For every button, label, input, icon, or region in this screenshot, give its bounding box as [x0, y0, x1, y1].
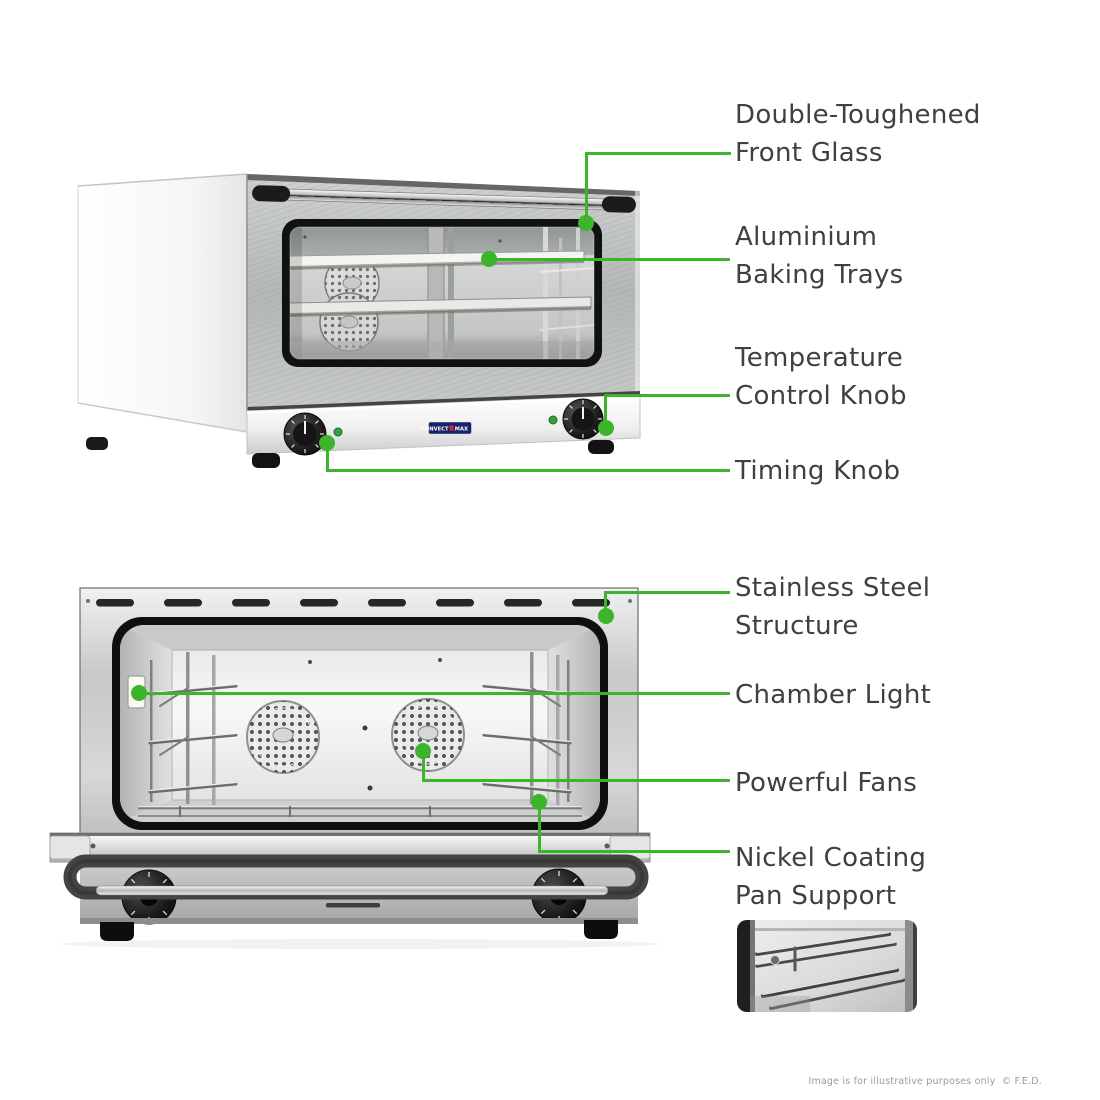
door-handle-chrome-rod	[95, 885, 609, 896]
copyright-text: © F.E.D.	[1001, 1076, 1042, 1087]
vent-slots	[96, 599, 610, 607]
closed-oven-photo: CONVECT MAX	[77, 173, 641, 468]
indicator-light-left	[333, 427, 343, 437]
feature-label-temperature-knob: Temperature Control Knob	[735, 343, 907, 411]
callout-line	[584, 151, 731, 155]
feature-label-chamber-light: Chamber Light	[735, 680, 932, 710]
pan-support-inset-photo	[737, 920, 917, 1012]
oven-side-panel	[77, 173, 248, 433]
base-pan-support	[138, 806, 582, 817]
door-handle-bar	[252, 185, 636, 213]
oven-foot	[86, 437, 108, 450]
oven-foot	[584, 920, 618, 939]
fan-left	[246, 700, 320, 774]
oven-foot	[588, 440, 614, 454]
pan-support-wires	[755, 931, 905, 1010]
feature-label-baking-trays: Aluminium Baking Trays	[735, 222, 904, 290]
chamber-light	[127, 675, 146, 709]
chamber-floor	[120, 800, 600, 822]
bottom-slot	[326, 903, 380, 908]
chamber-wall-right	[548, 625, 600, 822]
oven-foot	[252, 453, 280, 468]
brand-logo-text-max: MAX	[455, 427, 468, 433]
indicator-light-right	[548, 415, 558, 425]
open-oven-photo	[49, 587, 660, 949]
brand-logo-red-mark	[449, 425, 454, 431]
oven-front-glass	[282, 219, 602, 367]
oven-foot	[100, 922, 134, 941]
feature-label-powerful-fans: Powerful Fans	[735, 768, 918, 798]
timing-knob	[283, 412, 327, 456]
brand-logo-text-convect: CONVECT	[421, 427, 449, 433]
chamber-wall-left	[120, 625, 172, 822]
feature-label-stainless-structure: Stainless Steel Structure	[735, 573, 931, 641]
feature-label-pan-support: Nickel Coating Pan Support	[735, 843, 927, 911]
baking-tray-lower	[290, 296, 592, 317]
brand-logo: CONVECT MAX	[421, 422, 472, 434]
chamber-ceiling	[120, 625, 600, 650]
disclaimer-text: Image is for illustrative purposes only	[808, 1076, 996, 1087]
footer-disclaimer: Image is for illustrative purposes only ©…	[802, 1076, 1042, 1087]
temperature-control-knob	[562, 398, 604, 440]
feature-label-timing-knob: Timing Knob	[735, 456, 901, 486]
fan-right	[391, 698, 465, 772]
feature-label-front-glass: Double-Toughened Front Glass	[735, 100, 981, 168]
pan-support-right	[482, 652, 572, 805]
chamber-back-wall	[171, 649, 549, 801]
